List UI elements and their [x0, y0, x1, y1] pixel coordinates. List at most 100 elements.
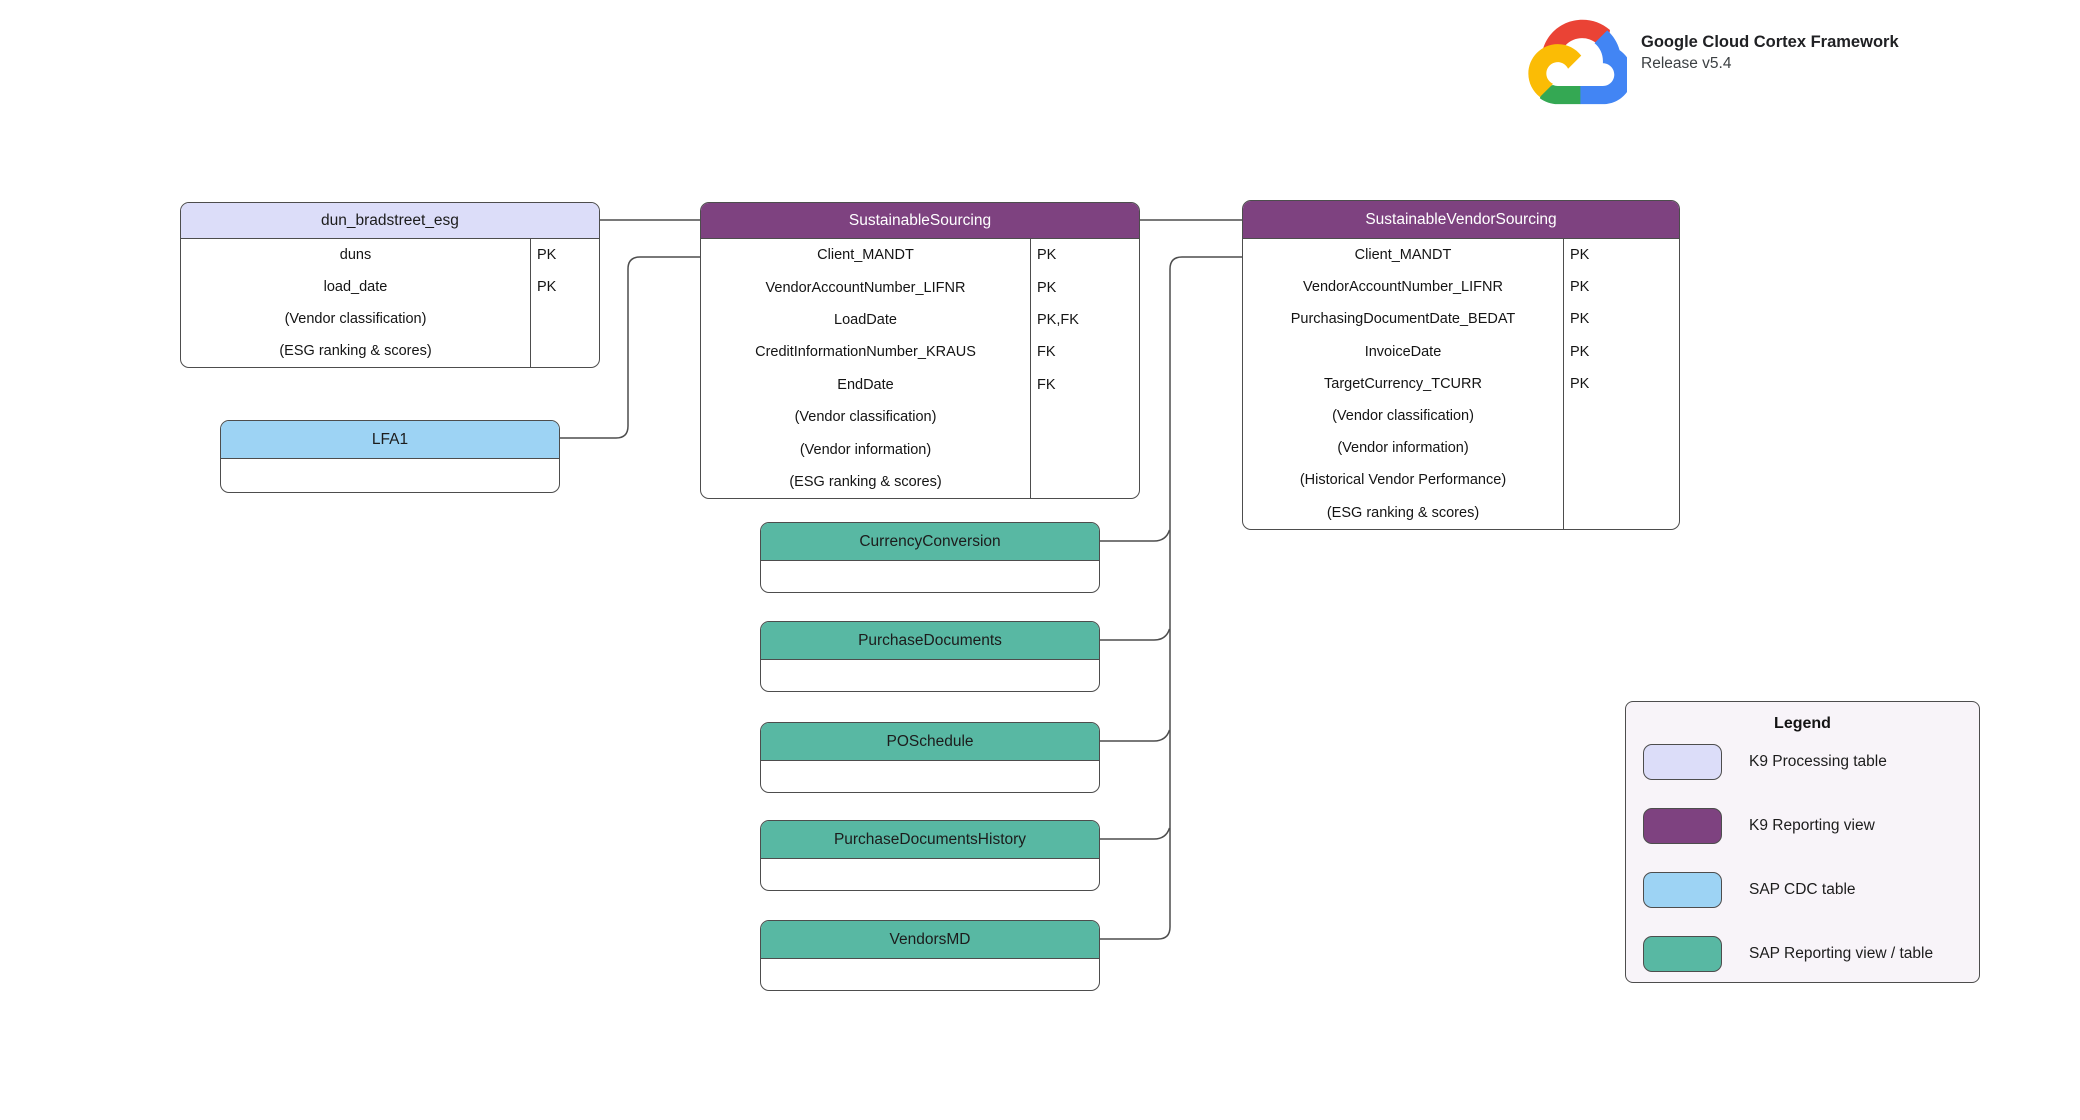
field-name [761, 561, 1099, 592]
google-cloud-logo [1528, 19, 1627, 105]
field-name: EndDate [837, 376, 894, 393]
legend-swatch [1643, 936, 1722, 972]
table-title: PurchaseDocumentsHistory [833, 830, 1027, 848]
table-header: LFA1 [221, 421, 559, 459]
field-name: (ESG ranking & scores) [279, 343, 432, 359]
entity-table-currency-conversion: CurrencyConversion [760, 522, 1100, 593]
field-name [761, 660, 1099, 691]
table-body [761, 959, 1099, 990]
field-name: PurchasingDocumentDate_BEDAT [1290, 311, 1516, 328]
table-title: VendorsMD [889, 930, 971, 948]
field-name: Client_MANDT [1354, 247, 1452, 264]
field-name: LoadDate [834, 311, 897, 328]
table-title: SustainableSourcing [848, 211, 992, 229]
table-row: (ESG ranking & scores) [181, 335, 599, 367]
legend-item: SAP CDC table [1643, 872, 1979, 908]
legend-swatch [1643, 872, 1722, 908]
table-row [761, 959, 1099, 990]
table-row: TargetCurrency_TCURR PK [1243, 367, 1679, 400]
brand-title: Google Cloud Cortex Framework [1641, 33, 1899, 51]
table-header: PurchaseDocumentsHistory [761, 821, 1099, 859]
legend-title: Legend [1774, 715, 1831, 732]
table-row: PurchasingDocumentDate_BEDAT PK [1243, 303, 1679, 336]
table-title: dun_bradstreet_esg [321, 211, 459, 229]
brand-subtitle: Release v5.4 [1641, 54, 1732, 72]
connector-purchase-documents-branch [1100, 628, 1171, 641]
key-indicator: PK,FK [1030, 303, 1139, 337]
key-indicator: PK [1563, 239, 1679, 272]
key-indicator: PK [530, 239, 599, 271]
field-name: (Historical Vendor Performance) [1299, 472, 1507, 489]
key-indicator: PK [1030, 271, 1139, 304]
table-body [761, 660, 1099, 691]
key-indicator [1563, 496, 1679, 529]
table-header: CurrencyConversion [761, 523, 1099, 561]
table-row: (ESG ranking & scores) [1243, 496, 1679, 529]
field-name: (Vendor information) [1337, 440, 1469, 457]
table-body [221, 459, 559, 492]
legend-label: SAP CDC table [1749, 881, 1856, 898]
legend: Legend K9 Processing table K9 Reporting v… [1625, 701, 1980, 983]
brand-header: Google Cloud Cortex Framework Release v5… [1527, 14, 1899, 106]
key-indicator: PK [1563, 367, 1679, 400]
legend-swatch [1643, 744, 1722, 780]
table-header: dun_bradstreet_esg [181, 203, 599, 239]
entity-table-purchase-documents-history: PurchaseDocumentsHistory [760, 820, 1100, 891]
key-indicator [1030, 465, 1139, 499]
table-row: Client_MANDT PK [1243, 239, 1679, 272]
table-row: LoadDate PK,FK [701, 303, 1139, 337]
table-row [761, 859, 1099, 890]
field-name: load_date [323, 279, 388, 295]
field-name [761, 859, 1099, 890]
brand-text: Google Cloud Cortex Framework Release v5… [1641, 32, 1899, 74]
table-header: SustainableVendorSourcing [1243, 201, 1679, 239]
key-indicator [1030, 400, 1139, 434]
key-indicator [1563, 432, 1679, 465]
field-name: (Vendor classification) [1332, 408, 1474, 425]
field-name: duns [339, 247, 372, 263]
field-name: (ESG ranking & scores) [1326, 504, 1480, 521]
field-name [761, 761, 1099, 792]
table-row: (Vendor classification) [1243, 399, 1679, 433]
table-row: (Historical Vendor Performance) [1243, 464, 1679, 497]
legend-item: K9 Processing table [1643, 744, 1979, 780]
table-body [761, 761, 1099, 792]
table-title: CurrencyConversion [859, 532, 1001, 550]
entity-table-purchase-documents: PurchaseDocuments [760, 621, 1100, 692]
table-header: VendorsMD [761, 921, 1099, 959]
entity-table-lfa1: LFA1 [220, 420, 560, 493]
field-name: TargetCurrency_TCURR [1324, 375, 1482, 392]
table-row: (Vendor classification) [181, 303, 599, 335]
table-row: (Vendor information) [1243, 432, 1679, 465]
table-row [221, 459, 559, 492]
table-title: PurchaseDocuments [858, 631, 1002, 649]
field-name: (Vendor classification) [794, 409, 937, 426]
legend-label: K9 Processing table [1749, 753, 1887, 770]
legend-label: K9 Reporting view [1749, 817, 1875, 834]
key-indicator [1030, 433, 1139, 466]
table-header: PurchaseDocuments [761, 622, 1099, 660]
table-row: duns PK [181, 239, 599, 271]
key-indicator [1563, 464, 1679, 497]
key-indicator: PK [1030, 239, 1139, 272]
field-name: (Vendor information) [799, 441, 932, 458]
key-indicator: PK [1563, 303, 1679, 336]
table-title: LFA1 [371, 430, 409, 448]
key-indicator: PK [1563, 335, 1679, 368]
legend-item: SAP Reporting view / table [1643, 936, 1979, 972]
connector-currency-conversion-branch [1100, 529, 1171, 542]
legend-swatch [1643, 808, 1722, 844]
entity-table-po-schedule: POSchedule [760, 722, 1100, 793]
